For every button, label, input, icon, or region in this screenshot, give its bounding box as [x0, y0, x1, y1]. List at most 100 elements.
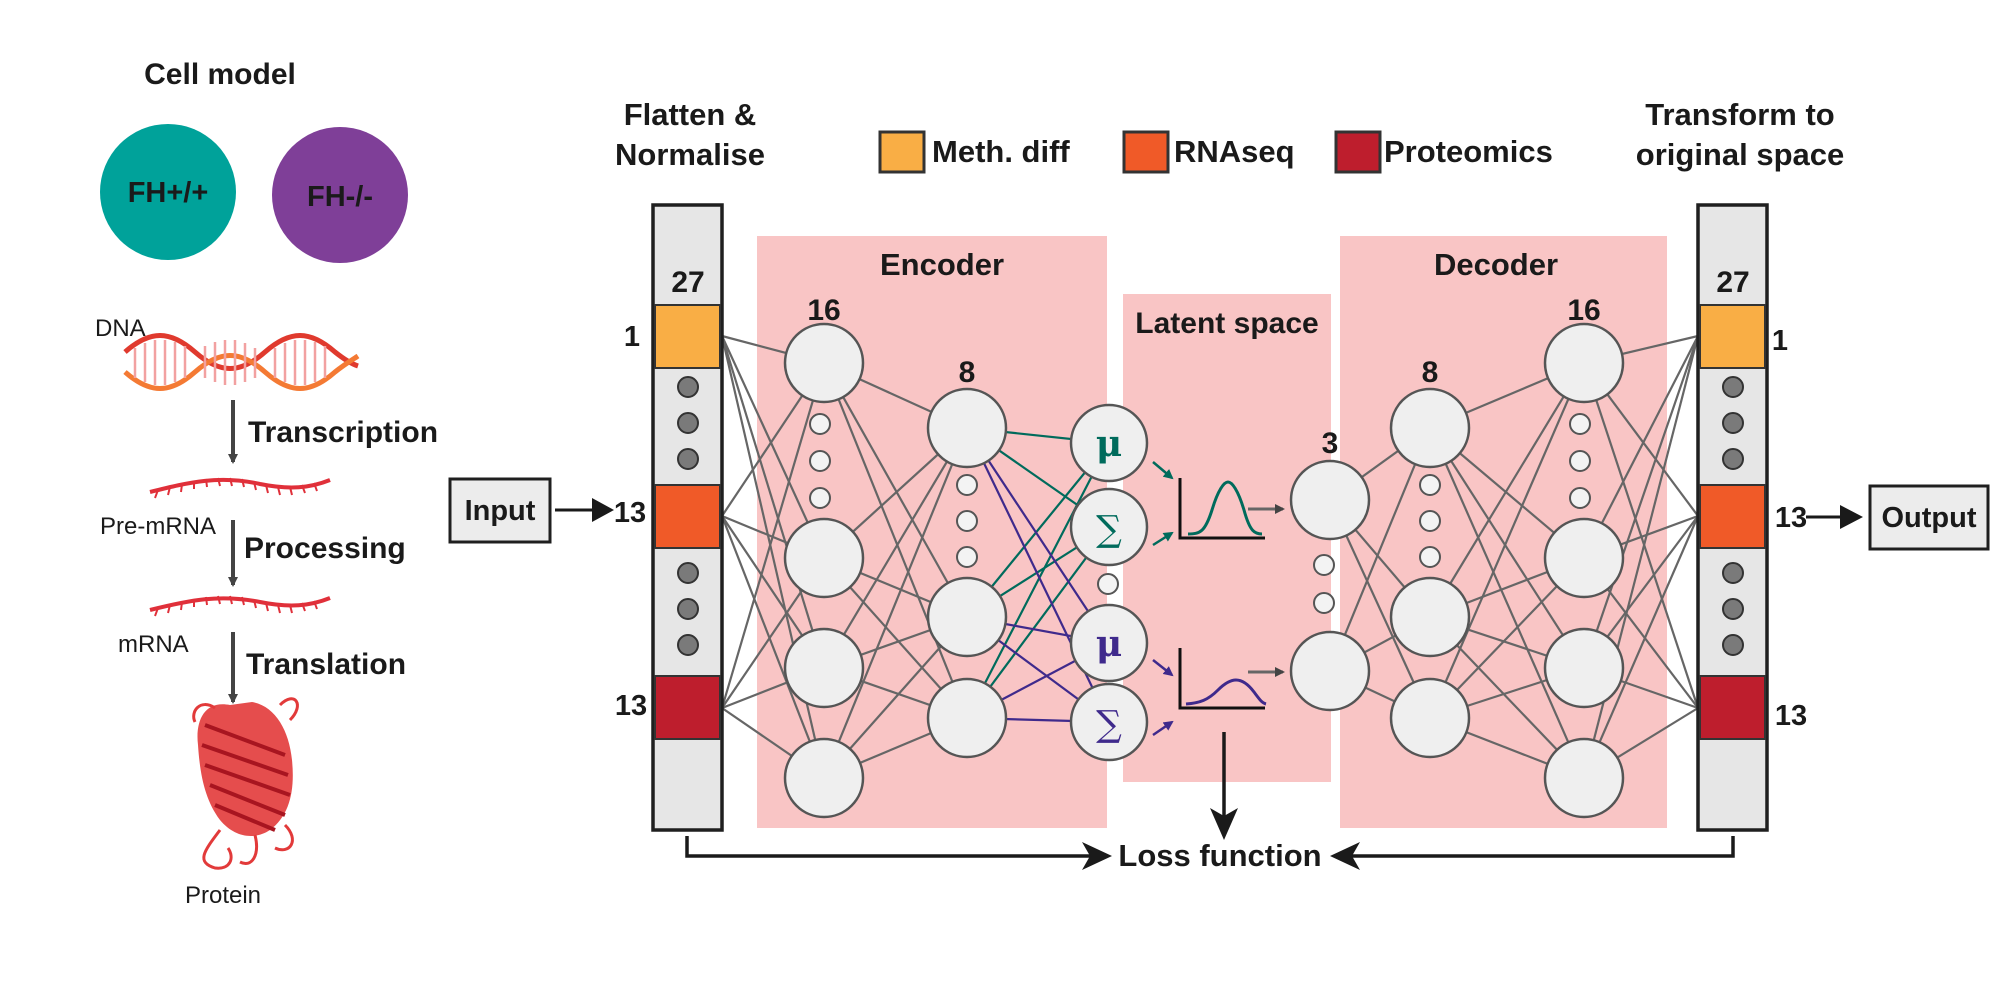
edge-input-encoder: [720, 335, 826, 669]
loss-connectors: [685, 732, 1735, 870]
transcription-label: Transcription: [248, 416, 438, 449]
dna-helix-icon: [123, 333, 360, 391]
latent-mu-label-2: μ: [1096, 623, 1122, 665]
output-segment-proteomics: [1699, 675, 1766, 740]
edge-decoder-hidden: [1428, 427, 1586, 779]
latent-distribution-1: [1152, 461, 1265, 547]
edge-decoder-output: [1582, 335, 1700, 669]
processing-label: Processing: [244, 532, 406, 565]
decoder-panel: [1340, 236, 1667, 828]
edge-input-encoder: [721, 335, 825, 559]
input-vector: [651, 203, 724, 832]
pre-mrna-strand-icon: [149, 477, 331, 499]
decoder-title: Decoder: [1434, 247, 1558, 282]
edge-encoder-hidden: [823, 427, 968, 669]
legend-swatch-proteomics: [1334, 130, 1382, 174]
decoder-layer3-node: [1543, 517, 1625, 599]
latent-mu-node-2: [1069, 603, 1149, 683]
encoder-layer2-node: [926, 677, 1008, 759]
mrna-label: mRNA: [118, 631, 189, 658]
legend: Meth. diff RNAseq Proteomics: [878, 130, 1553, 174]
encoder-layer1-ellipsis-dot: [809, 450, 831, 472]
pre-mrna-label: Pre-mRNA: [100, 513, 216, 540]
fh-knockout-label: FH-/-: [307, 181, 373, 213]
encoder-layer1-size: 16: [807, 294, 840, 327]
encoder-layer2-size: 8: [959, 356, 976, 389]
output-box: [1868, 484, 1990, 551]
edge-decoder-hidden: [1429, 362, 1585, 618]
encoder-layer2-node: [926, 387, 1008, 469]
input-seg2-label: 13: [614, 497, 646, 529]
decoder-layer1-ellipsis-dot: [1313, 554, 1335, 576]
output-segment-meth: [1699, 304, 1766, 369]
input-segment-rnaseq: [654, 484, 721, 549]
latent-sigma-label-1: ∑: [1096, 509, 1122, 550]
decoder-layer3-node: [1543, 737, 1625, 819]
decoder-layer3-ellipsis-dot: [1569, 487, 1591, 509]
output-seg2-label: 13: [1775, 502, 1807, 534]
decoder-layer2-ellipsis-dot: [1419, 510, 1441, 532]
decoder-layer1-node: [1289, 630, 1371, 712]
edge-encoder-hidden: [822, 427, 969, 779]
latent-sigma-label-2: ∑: [1096, 704, 1122, 745]
encoder-layer2-node: [926, 576, 1008, 658]
output-total-label: 27: [1716, 266, 1749, 299]
output-segment-rnaseq: [1699, 484, 1766, 549]
decoder-layer1-node: [1289, 459, 1371, 541]
decoder-layer1-size: 3: [1322, 427, 1339, 460]
input-seg3-label: 13: [615, 690, 647, 722]
edge-to-mu1: [966, 442, 1110, 719]
input-box: [448, 477, 552, 544]
edge-decoder-output: [1582, 362, 1700, 709]
mrna-strand-icon: [149, 595, 331, 617]
encoder-layer1-node: [783, 322, 865, 404]
legend-label-meth: Meth. diff: [932, 134, 1070, 169]
protein-label: Protein: [185, 882, 261, 909]
decoder-layer1-ellipsis-dot: [1313, 592, 1335, 614]
legend-swatch-meth: [878, 130, 926, 174]
output-arrowhead: [1840, 505, 1863, 529]
transform-header-line1: Transform to: [1645, 97, 1834, 132]
cell-model-title: Cell model: [144, 58, 296, 91]
decoder-layer3-node: [1543, 627, 1625, 709]
decoder-layer3-ellipsis-dot: [1569, 413, 1591, 435]
edge-encoder-hidden: [822, 362, 969, 719]
loss-function-label: Loss function: [1118, 838, 1321, 873]
latent-space-title: Latent space: [1135, 307, 1318, 340]
network-nodes: [783, 322, 1625, 819]
latent-nodes: μ ∑ μ ∑: [1069, 403, 1149, 762]
encoder-layer2-ellipsis-dot: [956, 510, 978, 532]
output-label: Output: [1881, 502, 1976, 534]
decoder-layer2-node: [1389, 576, 1471, 658]
flatten-header-line2: Normalise: [615, 137, 765, 172]
edge-decoder-output: [1582, 515, 1700, 779]
fh-wildtype-label: FH+/+: [128, 177, 209, 209]
decoder-layer2-ellipsis-dot: [1419, 474, 1441, 496]
input-label: Input: [465, 495, 536, 527]
encoder-layer1-node: [783, 627, 865, 709]
input-seg1-label: 1: [624, 321, 640, 353]
edge-decoder-output: [1582, 335, 1700, 779]
transform-header-line2: original space: [1636, 137, 1844, 172]
output-seg1-label: 1: [1772, 325, 1788, 357]
latent-mu-node-1: [1069, 403, 1149, 483]
encoder-title: Encoder: [880, 247, 1004, 282]
latent-mu-label-1: μ: [1096, 423, 1122, 465]
encoder-layer1-node: [783, 517, 865, 599]
decoder-layer2-ellipsis-dot: [1419, 546, 1441, 568]
edge-input-encoder: [720, 515, 826, 779]
dna-label: DNA: [95, 315, 146, 342]
input-segment-meth: [654, 304, 721, 369]
edge-decoder-hidden: [1429, 427, 1585, 669]
output-vector: [1696, 203, 1769, 832]
input-segment-proteomics: [654, 675, 721, 740]
legend-swatch-rnaseq: [1122, 130, 1170, 174]
output-seg3-label: 13: [1775, 700, 1807, 732]
latent-sigma-node-2: [1069, 682, 1149, 762]
decoder-layer3-size: 16: [1567, 294, 1600, 327]
latent-distribution-2: [1152, 648, 1267, 737]
encoder-layer2-ellipsis-dot: [956, 546, 978, 568]
decoder-layer3-ellipsis-dot: [1569, 450, 1591, 472]
latent-sigma-node-1: [1069, 487, 1149, 567]
